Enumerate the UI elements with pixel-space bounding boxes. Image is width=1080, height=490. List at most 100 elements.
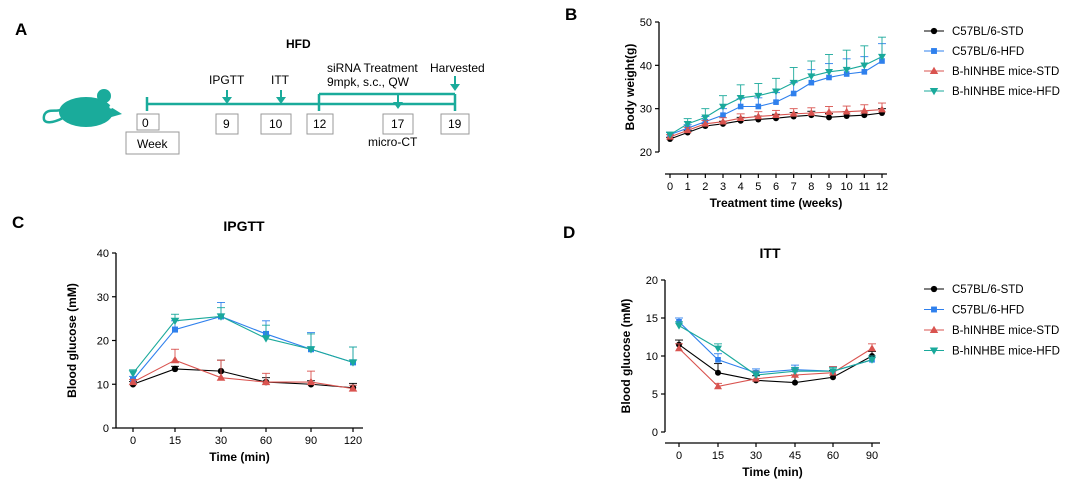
data-point [790,90,797,97]
panel-letter-d: D [563,223,575,242]
data-point [216,373,226,381]
data-point [879,58,885,64]
data-point [792,379,798,386]
series-0 [675,339,876,386]
data-point [789,79,798,87]
series-line [678,344,873,384]
data-point [860,106,869,114]
y-tick-label: 30 [97,292,109,304]
data-point [170,317,180,326]
y-tick-label: 30 [640,104,652,116]
data-point [714,345,722,353]
data-point [306,377,316,386]
x-tick-label: 30 [750,450,762,462]
legend-label: B-hINHBE mice-HFD [952,86,1060,98]
y-tick-label: 0 [652,427,658,439]
x-tick-label: 2 [702,181,708,193]
x-tick-label: 60 [260,435,272,447]
x-tick-label: 0 [130,435,136,447]
data-point [261,335,271,343]
x-tick-label: 90 [866,450,878,462]
legend-label: B-hINHBE mice-HFD [952,346,1060,358]
data-point [736,95,745,102]
data-point [829,368,837,376]
label-itt: ITT [271,73,290,87]
series-3 [128,307,358,378]
legend-marker [931,48,937,54]
data-point [825,69,833,76]
panel-letter-c: C [12,213,24,232]
series-2 [666,102,886,140]
data-point [714,382,722,390]
week-10: 10 [269,117,283,131]
data-point [773,99,779,105]
data-point [737,103,744,110]
data-point [754,112,763,120]
x-tick-label: 11 [859,181,870,193]
y-tick-label: 20 [646,275,658,287]
data-point [868,357,876,364]
legend-item: C57BL/6-STD [924,284,1024,296]
x-tick-label: 30 [215,435,227,447]
data-point [843,113,850,120]
data-point [306,346,316,354]
y-tick-label: 20 [640,147,652,159]
legend-marker [929,325,939,333]
data-point [825,108,833,115]
legend-label: B-hINHBE mice-STD [952,325,1059,337]
study-timeline: HFD IPGTT ITT siRNA Treatment 9mpk, s.c.… [42,37,485,155]
y-tick-label: 50 [640,17,652,29]
series-3 [675,321,876,379]
data-point [261,377,271,386]
y-tick-label: 20 [97,336,109,348]
legend-marker [929,347,939,355]
x-tick-label: 15 [712,450,724,462]
x-tick-label: 4 [738,181,744,193]
x-tick-label: 60 [827,450,839,462]
series-line [678,347,873,387]
legend-marker [931,306,937,313]
data-point [719,117,727,125]
y-tick-label: 10 [646,351,658,363]
data-point [754,92,763,100]
label-micro-ct: micro-CT [368,135,418,149]
legend-item: C57BL/6-HFD [924,46,1024,58]
data-point [868,344,876,352]
y-tick-label: 10 [97,379,109,391]
data-point [719,103,727,111]
data-point [808,79,815,86]
data-point [789,109,798,117]
data-point [830,374,836,381]
x-axis-title: Treatment time (weeks) [710,196,843,210]
legend-item: B-hINHBE mice-STD [924,325,1059,337]
y-axis-title: Blood glucose (mM) [619,299,633,414]
label-sirna-line1: siRNA Treatment [327,61,418,75]
data-point [715,357,721,363]
series-line [132,315,354,374]
series-2 [675,343,876,390]
data-point [878,105,886,113]
data-point [878,53,886,61]
x-tick-label: 120 [344,435,362,447]
data-point [807,109,816,116]
x-tick-label: 9 [826,181,832,193]
data-point [170,355,180,364]
legend-marker [929,66,939,74]
data-point [683,121,692,128]
timeline-title: HFD [286,37,311,51]
data-point [861,69,868,75]
legend-label: C57BL/6-STD [952,26,1024,38]
mouse-icon [42,89,122,127]
data-point [772,111,780,118]
x-tick-label: 7 [791,181,797,193]
x-tick-label: 5 [755,181,761,193]
x-tick-label: 0 [676,450,682,462]
data-point [755,103,762,110]
data-point [128,370,138,378]
series-1 [129,301,357,383]
